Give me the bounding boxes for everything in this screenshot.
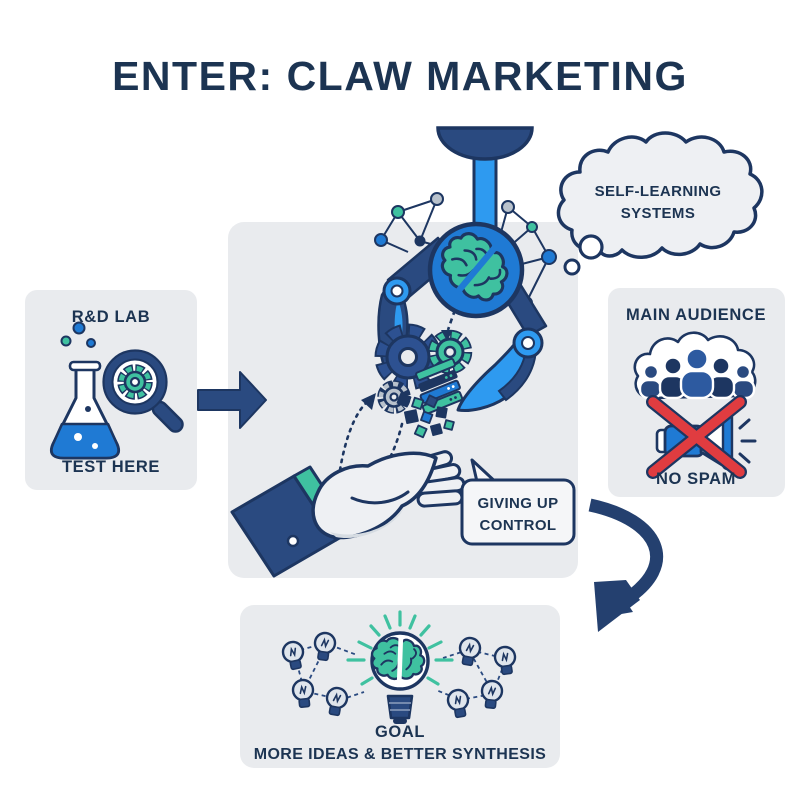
red-x-icon [646,395,747,479]
main-audience-title: MAIN AUDIENCE [626,306,766,324]
thought-bubble-small [563,258,581,276]
bubble-text-line2: CONTROL [480,517,557,534]
idea-network-right-icon [435,635,519,720]
bubble-text-line1: GIVING UP [477,495,558,512]
cloud-text-line2: SYSTEMS [621,205,695,222]
brain-icon [428,224,525,319]
curved-arrow-icon [588,498,663,632]
goal-caption: MORE IDEAS & BETTER SYNTHESIS [254,746,547,763]
rays [346,610,454,686]
thought-cloud: SELF-LEARNING SYSTEMS [556,131,764,276]
network-left [374,192,446,253]
arrow-hand-to-gears [338,393,376,472]
claw-machine-icon [374,126,557,412]
page-title: ENTER: CLAW MARKETING [112,53,688,99]
lightbulb-brain-icon [346,610,454,724]
rd-lab-content: R&D LAB TEST HERE [49,308,184,476]
falling-blocks-icon [396,392,455,439]
arrow-blocks-to-hand [382,422,404,470]
cloud-text-line1: SELF-LEARNING [595,183,722,200]
speech-bubble: GIVING UP CONTROL [460,458,576,546]
no-spam-icon [646,395,757,479]
magnifier-gear-icon [102,349,184,433]
rd-lab-title: R&D LAB [72,308,150,326]
rd-lab-caption: TEST HERE [62,458,160,476]
arrow-brain-to-gears [441,309,457,341]
main-audience-caption: NO SPAM [656,470,736,488]
flask-icon [49,321,121,460]
main-audience-content: MAIN AUDIENCE [626,306,766,488]
thought-bubble-large [578,234,604,260]
crowd-icon [633,331,757,400]
idea-network-left-icon [279,630,365,718]
network-right [499,200,557,310]
goal-title: GOAL [375,723,425,741]
arrow-right-icon [197,371,267,429]
goal-content: GOAL MORE IDEAS & BETTER SYNTHESIS [254,610,547,763]
